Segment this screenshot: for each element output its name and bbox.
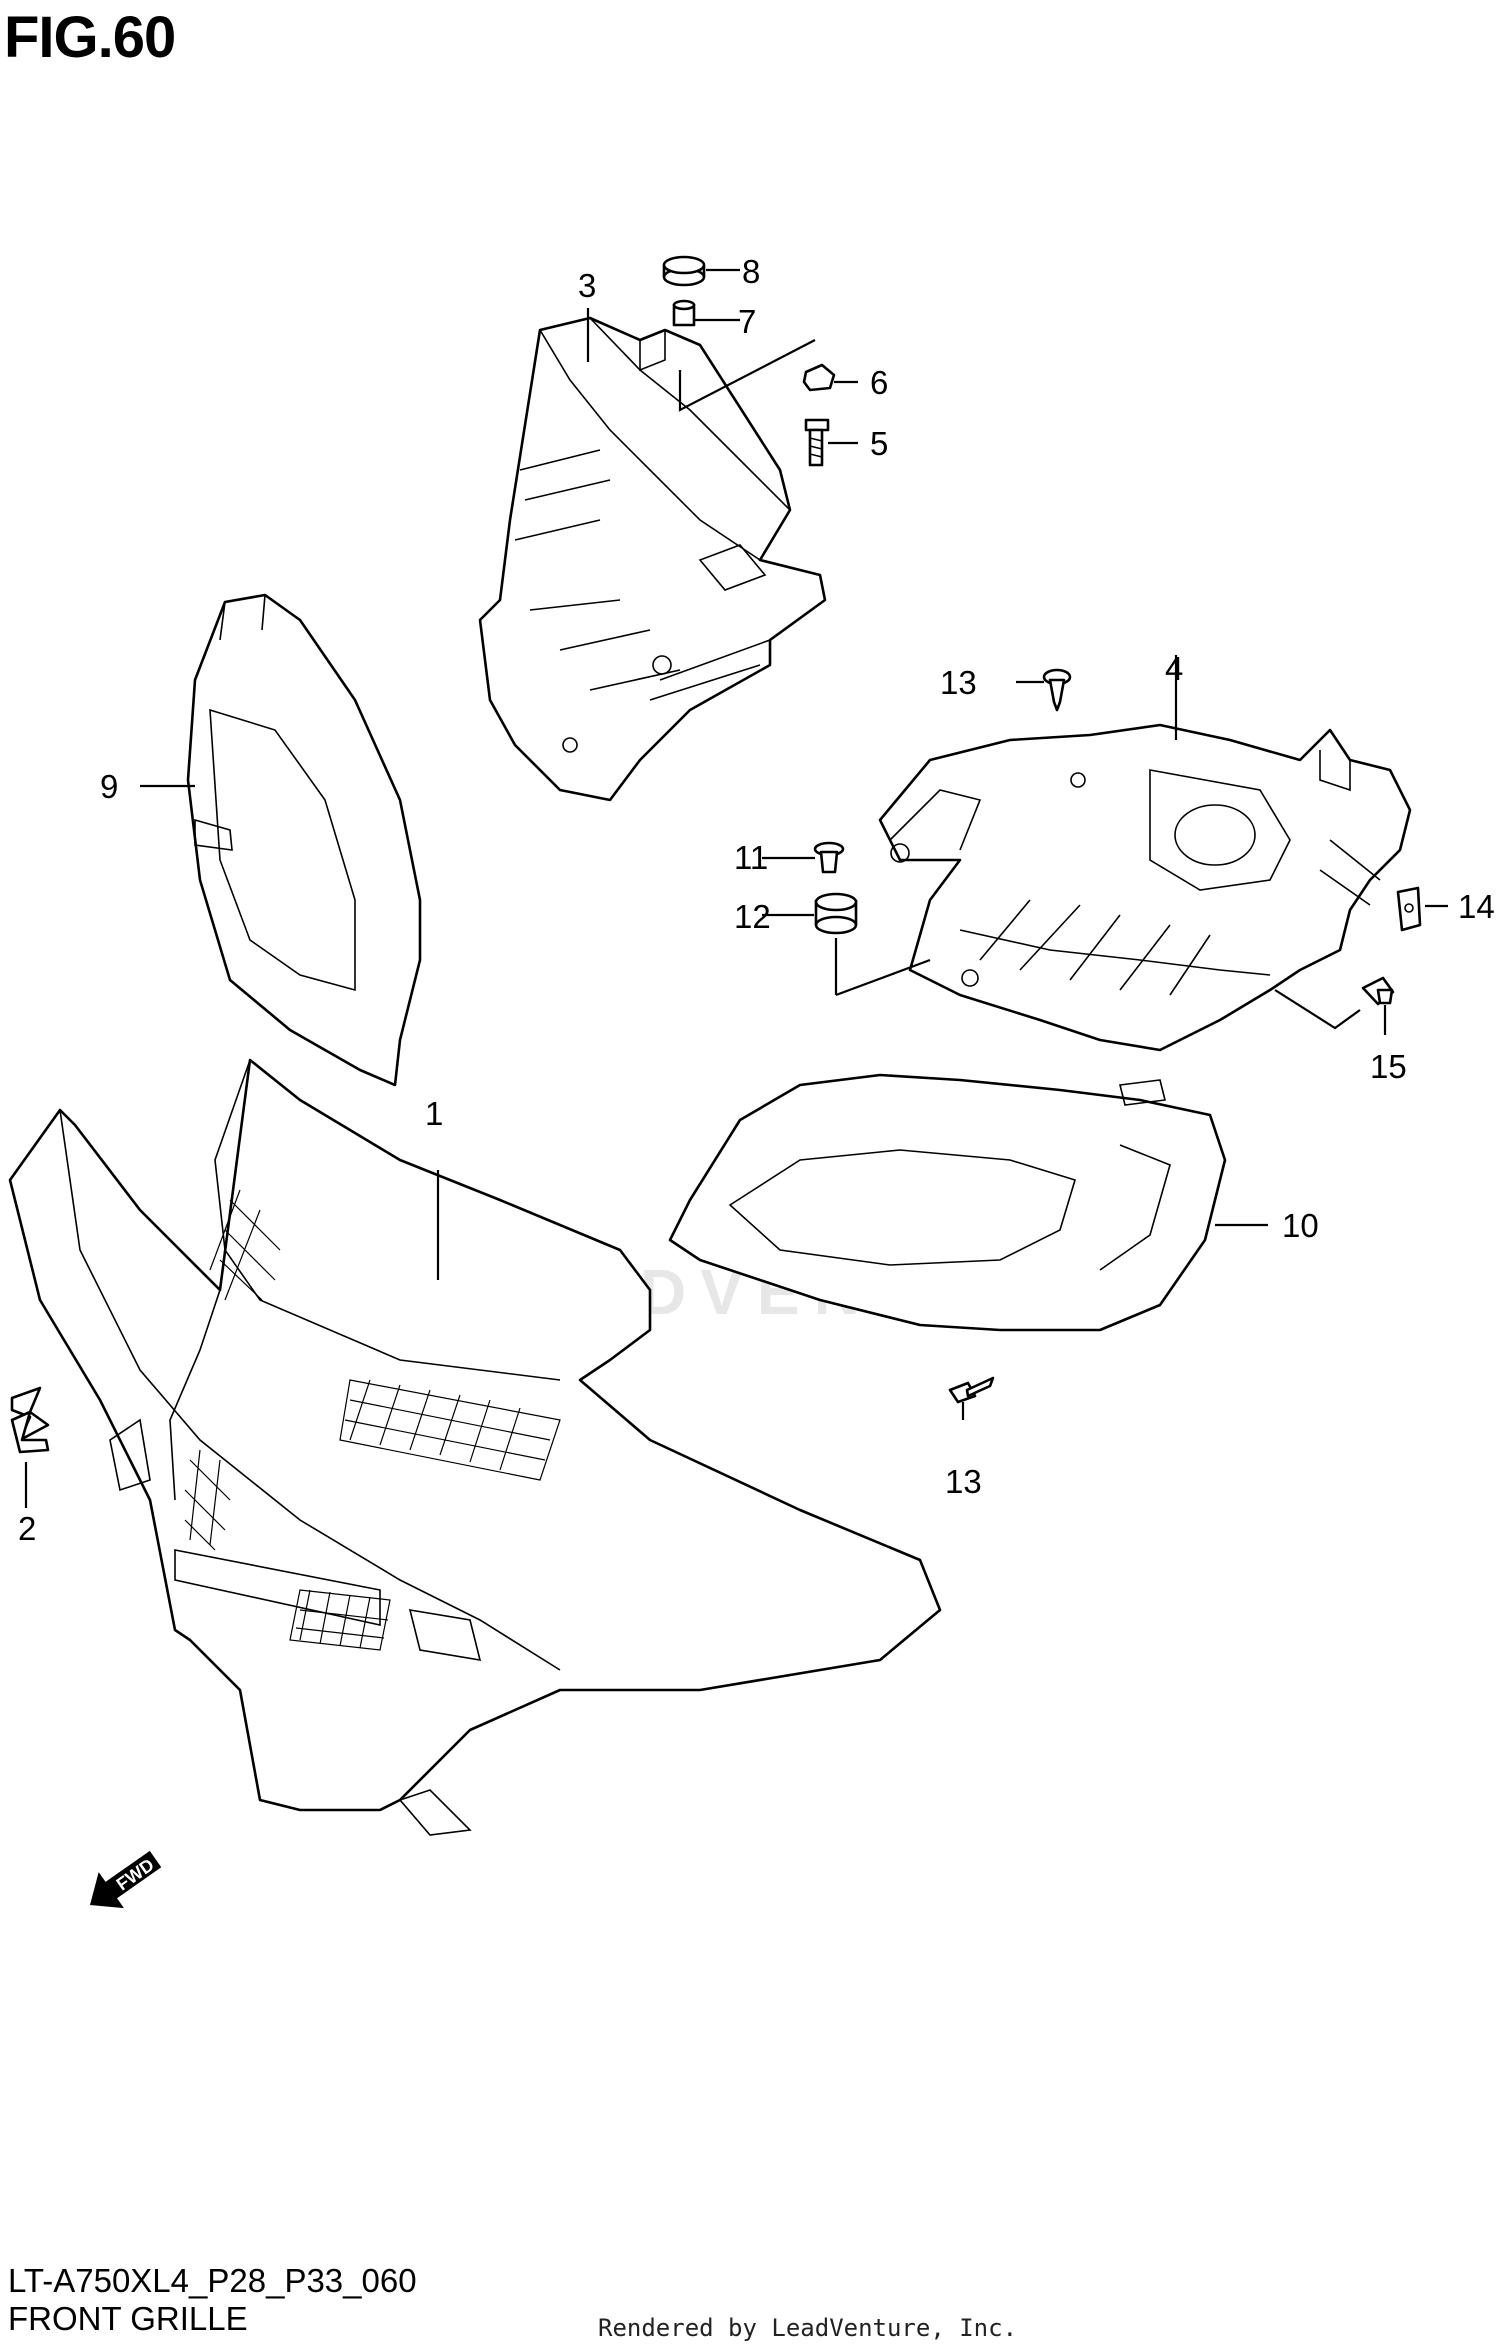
part-6-nut[interactable] — [802, 363, 836, 392]
callout-3: 3 — [578, 267, 596, 304]
leader-lines — [24, 268, 1448, 1508]
callout-12: 12 — [734, 898, 771, 935]
model-code: LT-A750XL4_P28_P33_060 — [8, 2262, 417, 2299]
part-4-lower-duct[interactable] — [878, 723, 1412, 1052]
part-13-screw-lower[interactable] — [948, 1376, 995, 1404]
callout-14: 14 — [1458, 888, 1495, 925]
part-8-grommet[interactable] — [662, 255, 706, 287]
callout-labels: 1 2 3 4 5 6 7 8 9 10 11 12 13 13 14 15 — [18, 253, 1495, 1547]
part-13-screw-upper[interactable] — [1042, 668, 1072, 712]
callout-5: 5 — [870, 425, 888, 462]
part-11-bolt[interactable] — [813, 841, 845, 874]
section-name: FRONT GRILLE — [8, 2300, 248, 2337]
callout-4: 4 — [1165, 650, 1183, 687]
callout-13-lower: 13 — [945, 1463, 982, 1500]
part-3-upper-housing[interactable] — [478, 316, 827, 802]
callout-10: 10 — [1282, 1207, 1319, 1244]
callout-15: 15 — [1370, 1048, 1407, 1085]
part-2-emblem[interactable] — [10, 1386, 50, 1454]
callout-6: 6 — [870, 364, 888, 401]
callout-11: 11 — [734, 839, 768, 876]
part-5-bolt[interactable] — [804, 418, 830, 467]
part-9-left-bezel[interactable] — [186, 593, 422, 1087]
part-14-clip-nut[interactable] — [1396, 886, 1422, 932]
part-1-front-grille[interactable] — [8, 1058, 942, 1836]
part-12-grommet[interactable] — [814, 892, 858, 935]
callout-8: 8 — [742, 253, 760, 290]
callout-13-upper: 13 — [940, 664, 977, 701]
callout-7: 7 — [738, 303, 756, 340]
part-15-rivet[interactable] — [1361, 976, 1395, 1006]
callout-2: 2 — [18, 1510, 36, 1547]
fwd-arrow: FWD — [90, 1850, 162, 1909]
callout-1: 1 — [425, 1095, 443, 1132]
part-7-collar[interactable] — [672, 299, 696, 327]
callout-9: 9 — [100, 768, 118, 805]
figure-title: FIG.60 — [4, 5, 176, 70]
part-10-right-bezel[interactable] — [668, 1073, 1227, 1332]
render-credit: Rendered by LeadVenture, Inc. — [598, 2314, 1018, 2342]
